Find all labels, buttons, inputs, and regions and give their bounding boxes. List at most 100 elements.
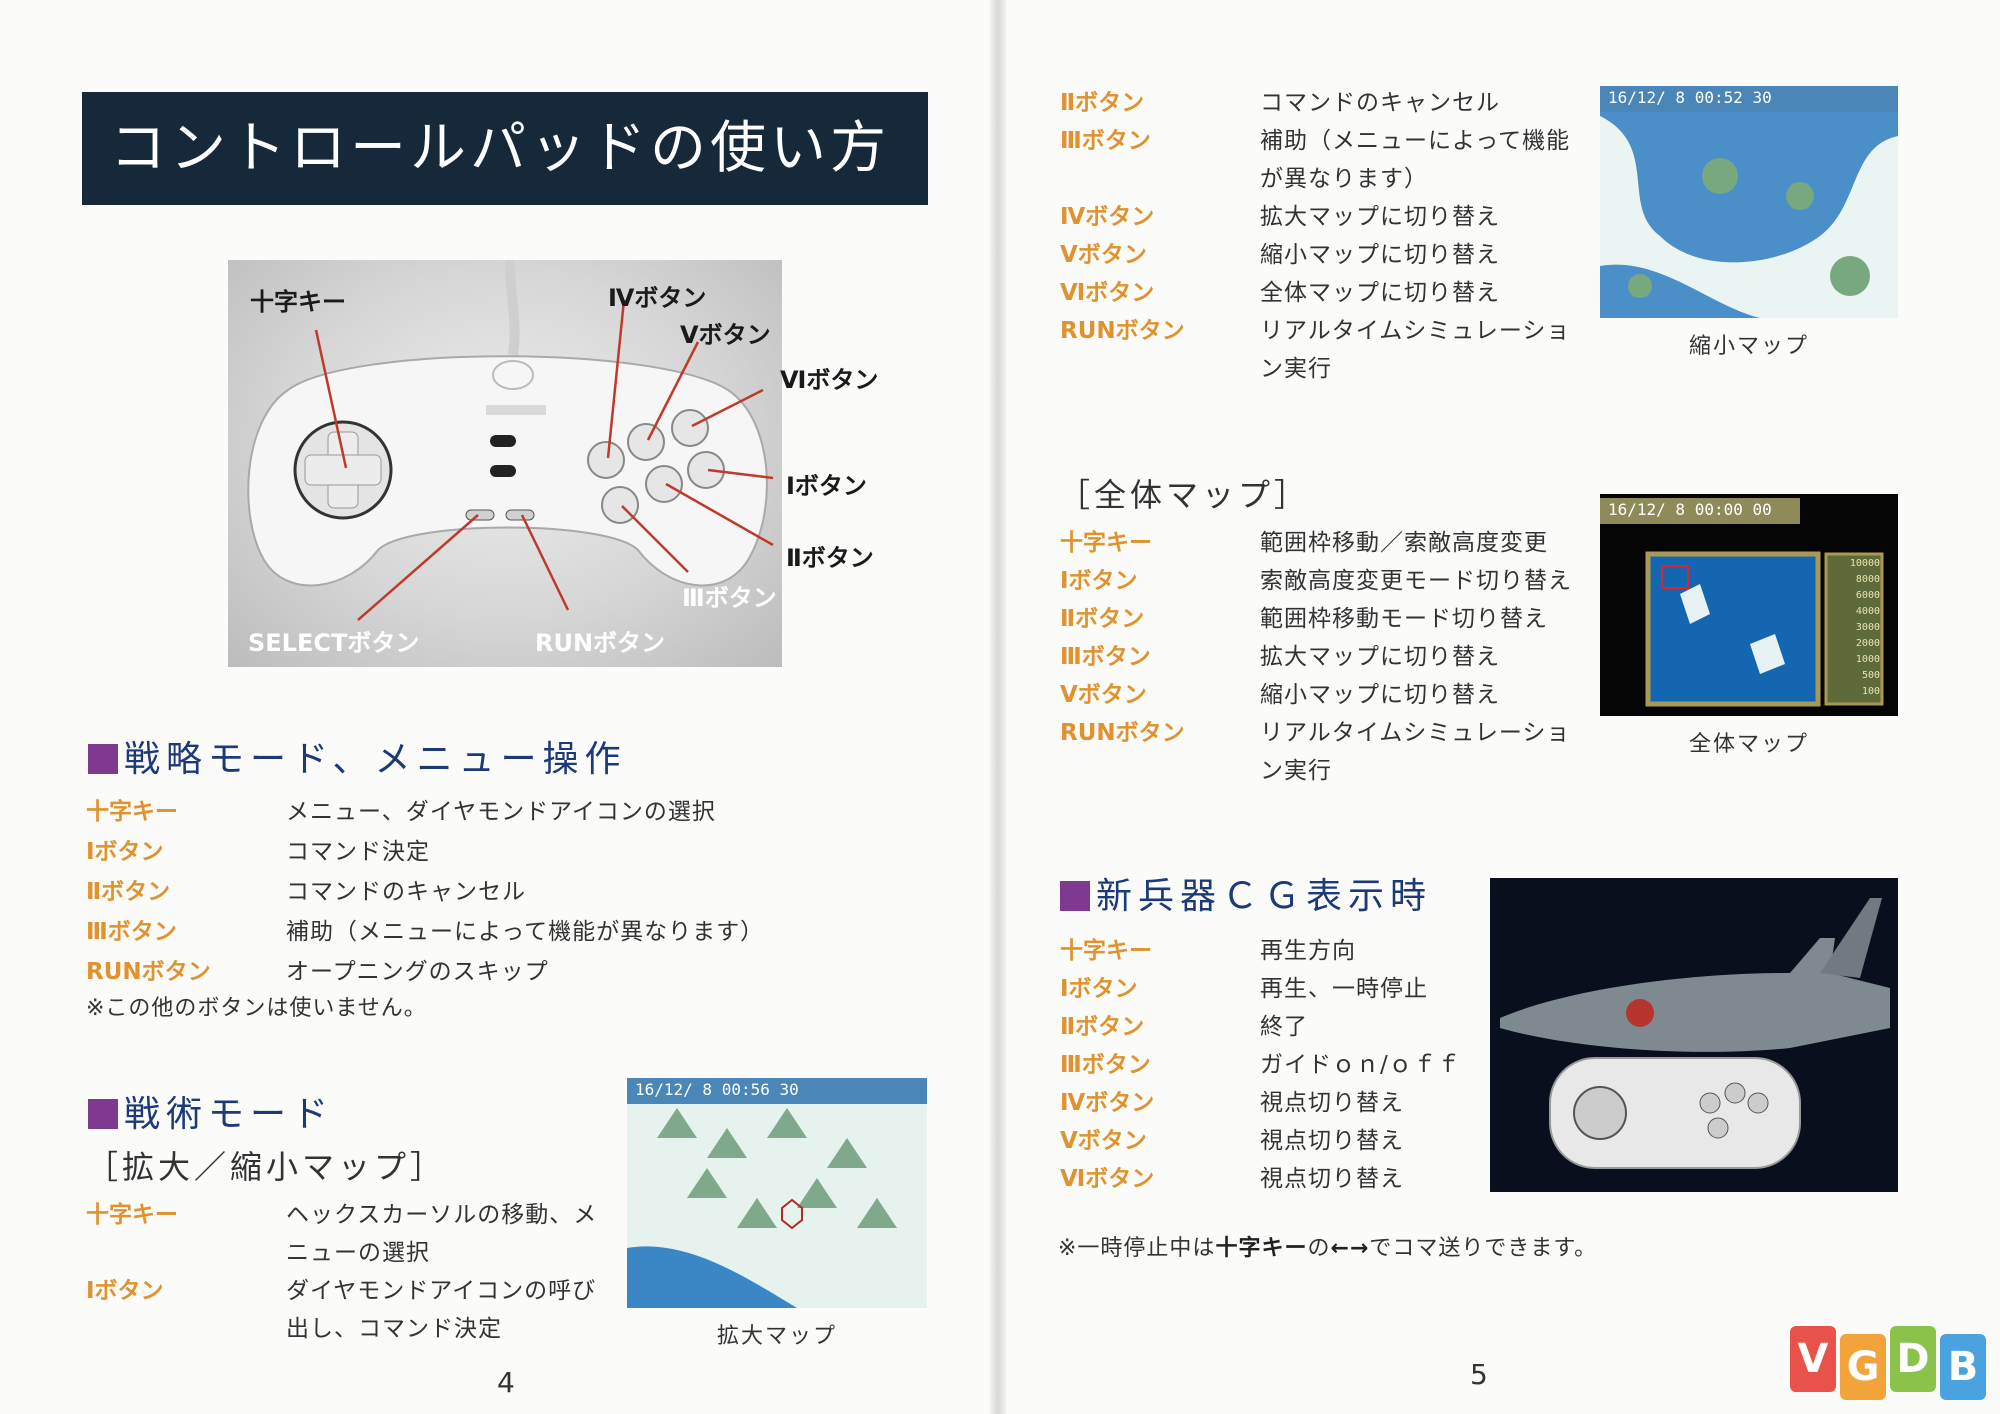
- altitude-value: 4000: [1855, 606, 1880, 617]
- controller-illustration: [247, 260, 774, 621]
- page-title: コントロールパッドの使い方: [82, 92, 928, 205]
- button6-label: Ⅵボタン: [780, 366, 879, 394]
- command-description: リアルタイムシミュレーション実行: [1260, 720, 1571, 784]
- command-description: 補助（メニューによって機能が異なります）: [286, 919, 765, 945]
- zoom-map-caption: 拡大マップ: [716, 1324, 837, 1349]
- command-key: Ⅵボタン: [1060, 1166, 1155, 1192]
- run-button-label: RUNボタン: [535, 629, 666, 657]
- command-key: RUNボタン: [1060, 318, 1185, 344]
- command-key: RUNボタン: [1060, 720, 1185, 746]
- altitude-value: 500: [1861, 670, 1880, 681]
- command-description: 終了: [1260, 1014, 1308, 1040]
- command-row: Ⅲボタン 補助（メニューによって機能が異なります）: [86, 912, 786, 952]
- button4-label: Ⅳボタン: [608, 284, 707, 312]
- zoom-map-screenshot: 16/12/ 8 00:56 30: [627, 1078, 927, 1308]
- section-tactics-heading: 戦術モード: [88, 1085, 334, 1137]
- overall-map-caption: 全体マップ: [1688, 732, 1809, 757]
- heading-marker: [1060, 881, 1090, 911]
- command-key: Ⅲボタン: [86, 919, 177, 945]
- command-key: 十字キー: [1060, 530, 1152, 556]
- command-row: Ⅰボタン 索敵高度変更モード切り替え: [1060, 562, 1590, 600]
- command-description: 視点切り替え: [1260, 1090, 1404, 1116]
- altitude-value: 2000: [1855, 638, 1880, 649]
- command-description: 範囲枠移動モード切り替え: [1260, 606, 1548, 632]
- watermark-letter-v: V: [1790, 1326, 1836, 1392]
- command-description: コマンドのキャンセル: [286, 879, 526, 905]
- zoom-map-hud: 16/12/ 8 00:56 30: [635, 1080, 799, 1099]
- command-row: Ⅵボタン 視点切り替え: [1060, 1160, 1480, 1198]
- small-map-screenshot: 16/12/ 8 00:52 30: [1600, 86, 1898, 318]
- command-description: 拡大マップに切り替え: [1260, 644, 1500, 670]
- command-description: コマンドのキャンセル: [1260, 90, 1500, 116]
- command-key: 十字キー: [86, 799, 178, 825]
- command-row: RUNボタン リアルタイムシミュレーション実行: [1060, 312, 1590, 388]
- command-key: Ⅰボタン: [1060, 976, 1138, 1002]
- command-description: 再生、一時停止: [1260, 976, 1428, 1002]
- command-row: Ⅱボタン終了: [1060, 1008, 1480, 1046]
- strategy-note: ※この他のボタンは使いません。: [86, 996, 427, 1021]
- altitude-value: 3000: [1855, 622, 1880, 633]
- command-key: Ⅴボタン: [1060, 1128, 1147, 1154]
- button2-label: Ⅱボタン: [786, 544, 874, 572]
- book-gutter: [990, 0, 1006, 1414]
- command-description: ガイドｏｎ/ｏｆｆ: [1260, 1052, 1461, 1078]
- command-key: Ⅴボタン: [1060, 682, 1147, 708]
- cg-screenshot: [1490, 878, 1898, 1192]
- command-key: Ⅱボタン: [86, 879, 171, 905]
- command-row: Ⅴボタン縮小マップに切り替え: [1060, 676, 1590, 714]
- heading-marker: [88, 1099, 118, 1129]
- command-key: Ⅱボタン: [1060, 606, 1145, 632]
- watermark-letter-b: B: [1940, 1334, 1986, 1400]
- altitude-value: 8000: [1855, 574, 1880, 585]
- section-strategy-heading: 戦略モード、メニュー操作: [88, 730, 627, 782]
- watermark-letter-d: D: [1890, 1326, 1936, 1392]
- command-key: Ⅳボタン: [1060, 1090, 1155, 1116]
- command-description: 範囲枠移動／索敵高度変更: [1260, 530, 1548, 556]
- command-description: 索敵高度変更モード切り替え: [1260, 568, 1572, 594]
- arrow-keys-icon: ←→: [1330, 1236, 1370, 1261]
- command-description: 補助（メニューによって機能が異なります）: [1260, 128, 1571, 192]
- command-key: 十字キー: [1060, 938, 1152, 964]
- overall-map-command-list: 十字キー 範囲枠移動／索敵高度変更 Ⅰボタン 索敵高度変更モード切り替え Ⅱボタン 範囲枠…: [1060, 524, 1590, 790]
- command-row: Ⅲボタン 拡大マップに切り替え: [1060, 638, 1590, 676]
- command-row: Ⅳボタン 視点切り替え: [1060, 1084, 1480, 1122]
- small-map-caption: 縮小マップ: [1688, 334, 1809, 359]
- command-key: Ⅲボタン: [1060, 644, 1151, 670]
- command-row: Ⅱボタン 範囲枠移動モード切り替え: [1060, 600, 1590, 638]
- command-description: 視点切り替え: [1260, 1128, 1404, 1154]
- command-row: 十字キーメニュー、ダイヤモンドアイコンの選択: [86, 792, 786, 832]
- command-key: RUNボタン: [86, 959, 211, 985]
- cg-note: ※一時停止中は十字キーの←→でコマ送りできます。: [1058, 1236, 1598, 1261]
- overall-map-hud: 16/12/ 8 00:00 00: [1608, 500, 1772, 519]
- command-row: RUNボタン リアルタイムシミュレーション実行: [1060, 714, 1590, 790]
- vgdb-watermark: V G D B: [1790, 1326, 1990, 1400]
- zoom-map-subheading: ［拡大／縮小マップ］: [86, 1148, 447, 1186]
- page-number-left: 4: [497, 1366, 515, 1399]
- select-button-label: SELECTボタン: [248, 629, 420, 657]
- command-description: オープニングのスキップ: [286, 959, 549, 985]
- command-key: Ⅲボタン: [1060, 128, 1151, 154]
- command-description: ヘックスカーソルの移動、メニューの選択: [286, 1202, 598, 1266]
- command-key: Ⅰボタン: [1060, 568, 1138, 594]
- command-row: Ⅰボタンダイヤモンドアイコンの呼び出し、コマンド決定: [86, 1272, 616, 1348]
- command-key: Ⅵボタン: [1060, 280, 1155, 306]
- button5-label: Ⅴボタン: [680, 321, 771, 349]
- controller-photo: 十字キー Ⅳボタン Ⅴボタン: [228, 260, 782, 667]
- command-description: 全体マップに切り替え: [1260, 280, 1500, 306]
- command-description: 縮小マップに切り替え: [1260, 242, 1500, 268]
- command-row: Ⅱボタン コマンドのキャンセル: [86, 872, 786, 912]
- small-map-hud: 16/12/ 8 00:52 30: [1608, 88, 1772, 107]
- command-description: リアルタイムシミュレーション実行: [1260, 318, 1571, 382]
- command-key: 十字キー: [86, 1202, 178, 1228]
- command-row: 十字キー ヘックスカーソルの移動、メニューの選択: [86, 1196, 616, 1272]
- watermark-letter-g: G: [1840, 1334, 1886, 1400]
- command-row: Ⅰボタンコマンド決定: [86, 832, 786, 872]
- command-description: 視点切り替え: [1260, 1166, 1404, 1192]
- command-row: Ⅴボタン縮小マップに切り替え: [1060, 236, 1590, 274]
- command-key: Ⅲボタン: [1060, 1052, 1151, 1078]
- command-row: Ⅳボタン拡大マップに切り替え: [1060, 198, 1590, 236]
